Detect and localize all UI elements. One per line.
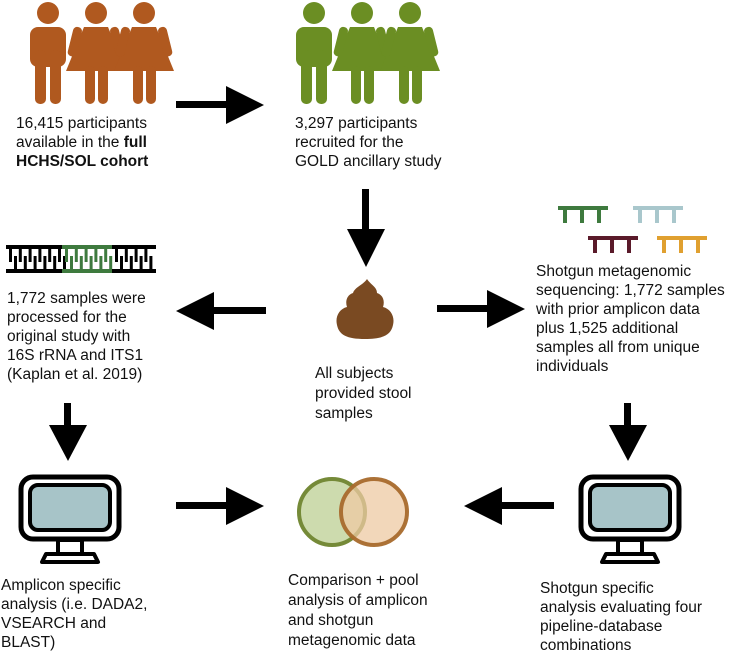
female-person-icon xyxy=(66,2,126,104)
stool-icon xyxy=(336,279,394,339)
amplicon-samples-label: 1,772 samples were processed for the ori… xyxy=(7,289,146,384)
shotgun-analysis-line: Shotgun specific xyxy=(540,580,654,597)
stool-line: samples xyxy=(315,405,373,422)
monitor-base xyxy=(40,552,100,564)
full-cohort-line2-text: available in the xyxy=(16,134,124,151)
monitor-stand xyxy=(56,538,84,556)
comparison-line: metagenomic data xyxy=(288,632,416,649)
monitor-base xyxy=(600,552,660,564)
amplicon-samples-line: (Kaplan et al. 2019) xyxy=(7,366,143,383)
amplicon-analysis-line: analysis (i.e. DADA2, xyxy=(1,596,148,613)
monitor-stand xyxy=(616,538,644,556)
arrow-right-icon xyxy=(437,290,525,328)
gold-study-line: recruited for the xyxy=(295,134,404,151)
people-icon-gold-study xyxy=(296,2,440,104)
monitor-screen xyxy=(28,483,112,532)
amplicon-samples-line: processed for the xyxy=(7,309,127,326)
gold-study-label: 3,297 participants recruited for the GOL… xyxy=(295,114,441,171)
full-cohort-line2-bold: full xyxy=(123,134,147,151)
full-cohort-line1: 16,415 participants xyxy=(16,115,147,132)
arrow-right-icon xyxy=(176,86,264,124)
shotgun-sequencing-line: sequencing: 1,772 samples xyxy=(536,282,725,299)
female-person-icon xyxy=(380,2,440,104)
comparison-line: and shotgun xyxy=(288,612,374,629)
arrow-left-icon xyxy=(176,292,266,330)
shotgun-analysis-line: combinations xyxy=(540,637,632,654)
computer-icon-shotgun xyxy=(578,474,682,564)
full-cohort-line2: available in the full xyxy=(16,133,148,152)
arrow-left-icon xyxy=(464,487,554,525)
male-person-icon xyxy=(296,2,332,104)
arrow-down-icon xyxy=(49,403,87,461)
computer-icon-amplicon xyxy=(18,474,122,564)
shotgun-analysis-label: Shotgun specific analysis evaluating fou… xyxy=(540,579,702,655)
amplicon-analysis-label: Amplicon specific analysis (i.e. DADA2, … xyxy=(1,576,147,652)
full-cohort-line3-bold: HCHS/SOL cohort xyxy=(16,153,149,170)
amplicon-samples-line: 1,772 samples were xyxy=(7,290,146,307)
female-person-icon xyxy=(114,2,174,104)
comparison-line: Comparison + pool xyxy=(288,572,419,589)
stool-line: provided stool xyxy=(315,385,412,402)
stool-line: All subjects xyxy=(315,365,394,382)
dna-icon xyxy=(6,245,156,273)
shotgun-analysis-line: analysis evaluating four xyxy=(540,599,702,616)
dna-segment-black xyxy=(6,245,66,273)
shotgun-sequencing-line: samples all from unique xyxy=(536,339,700,356)
gold-study-line: 3,297 participants xyxy=(295,115,418,132)
comparison-line: analysis of amplicon xyxy=(288,592,428,609)
male-person-icon xyxy=(30,2,66,104)
comparison-label: Comparison + pool analysis of amplicon a… xyxy=(288,571,428,651)
gold-study-line: GOLD ancillary study xyxy=(295,153,442,170)
dna-segment-black xyxy=(112,245,156,273)
dna-segment-green xyxy=(62,245,113,273)
venn-circle-shotgun xyxy=(339,477,409,547)
arrow-right-icon xyxy=(176,487,264,525)
shotgun-sequencing-label: Shotgun metagenomic sequencing: 1,772 sa… xyxy=(536,262,725,376)
shotgun-sequencing-line: plus 1,525 additional xyxy=(536,320,679,337)
amplicon-samples-line: 16S rRNA and ITS1 xyxy=(7,347,144,364)
amplicon-analysis-line: BLAST) xyxy=(1,634,56,651)
full-cohort-label: 16,415 participants available in the ful… xyxy=(16,114,148,171)
amplicon-analysis-line: VSEARCH and xyxy=(1,615,107,632)
people-icon-full-cohort xyxy=(30,2,174,104)
amplicon-analysis-line: Amplicon specific xyxy=(1,577,121,594)
female-person-icon xyxy=(332,2,392,104)
shotgun-sequencing-line: individuals xyxy=(536,358,609,375)
read-fragment-lightblue xyxy=(633,206,683,223)
sequencing-reads-icon xyxy=(558,206,707,253)
arrow-down-icon xyxy=(609,403,647,461)
monitor-screen xyxy=(588,483,672,532)
shotgun-analysis-line: pipeline-database xyxy=(540,618,663,635)
read-fragment-maroon xyxy=(588,236,638,253)
read-fragment-green xyxy=(558,206,608,223)
full-cohort-line3: HCHS/SOL cohort xyxy=(16,152,148,171)
shotgun-sequencing-line: Shotgun metagenomic xyxy=(536,263,692,280)
arrow-down-icon xyxy=(347,189,385,267)
read-fragment-orange xyxy=(657,236,707,253)
shotgun-sequencing-line: with prior amplicon data xyxy=(536,301,700,318)
venn-icon xyxy=(297,477,409,547)
stool-label: All subjects provided stool samples xyxy=(315,364,412,424)
amplicon-samples-line: original study with xyxy=(7,328,131,345)
